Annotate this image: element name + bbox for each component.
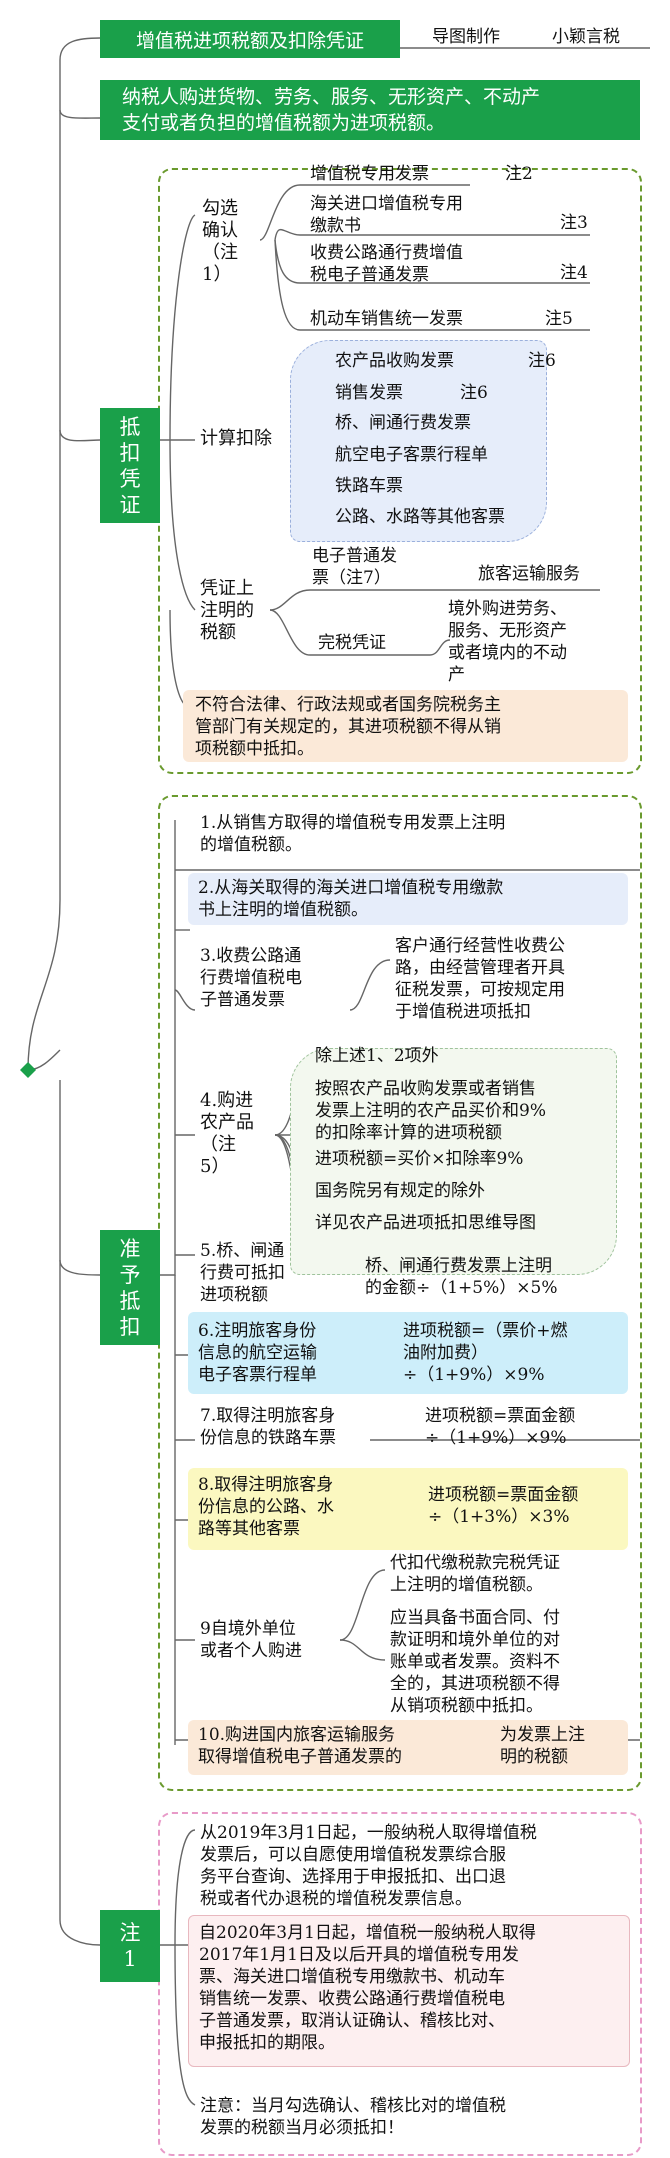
tax-voucher-detail: 境外购进劳务、 服务、无形资产 或者境内的不动 产 — [448, 599, 567, 685]
allowed-item-6-box: 6.注明旅客身份 信息的航空运输 电子客票行程单 进项税额=（票价+燃 油附加费… — [188, 1312, 628, 1394]
agri-panel — [290, 1048, 617, 1275]
calc-item-text: 农产品收购发票 — [335, 351, 454, 371]
deduction-label-box: 抵 扣 凭 证 — [100, 408, 160, 523]
calc-deduction-panel — [290, 340, 547, 542]
definition-text: 纳税人购进货物、劳务、服务、无形资产、不动产 支付或者负担的增值税额为进项税额。 — [122, 86, 541, 134]
note1-paragraph-2-box: 自2020年3月1日起，增值税一般纳税人取得 2017年1月1日及以后开具的增值… — [188, 1915, 630, 2067]
allowed-item-10-detail: 为发票上注 明的税额 — [500, 1725, 585, 1767]
calc-item-note: 注6 — [528, 351, 556, 371]
allowed-item-8-detail: 进项税额=票面金额 ÷（1+3%）×3% — [428, 1485, 579, 1527]
agri-sub-item: 进项税额=买价×扣除率9% — [315, 1149, 524, 1169]
allowed-item-6-detail: 进项税额=（票价+燃 油附加费） ÷（1+9%）×9% — [403, 1321, 568, 1385]
allowed-item-3-detail: 客户通行经营性收费公 路，由经营管理者开具 征税发票，可按规定用 于增值税进项抵… — [395, 936, 565, 1022]
allowed-item-8-box: 8.取得注明旅客身 份信息的公路、水 路等其他客票 进项税额=票面金额 ÷（1+… — [188, 1468, 628, 1550]
allowed-item-2-box: 2.从海关取得的海关进口增值税专用缴款 书上注明的增值税额。 — [188, 873, 628, 925]
allowed-item-5-label: 5.桥、闸通 行费可抵扣 进项税额 — [200, 1241, 285, 1305]
note1-frame — [158, 1812, 642, 2156]
author-label: 小颖言税 — [552, 27, 620, 47]
note1-label-box: 注 1 — [100, 1910, 160, 1982]
allowed-item-7-label: 7.取得注明旅客身 份信息的铁路车票 — [200, 1406, 336, 1448]
root-diamond — [20, 1062, 36, 1078]
agri-sub-item: 按照农产品收购发票或者销售 发票上注明的农产品买价和9% 的扣除率计算的进项税额 — [315, 1079, 546, 1143]
allowed-item-5-detail: 桥、闸通行费发票上注明 的金额÷（1+5%）×5% — [365, 1256, 558, 1298]
calc-item-text: 桥、闸通行费发票 — [335, 413, 471, 433]
tick-item-note: 注5 — [545, 309, 573, 329]
tick-item-note: 注2 — [505, 164, 533, 184]
e-invoice-detail: 旅客运输服务 — [478, 564, 580, 584]
deduction-label: 抵 扣 凭 证 — [119, 414, 141, 517]
allowed-item-4-label: 4.购进 农产品 （注 5） — [200, 1090, 254, 1177]
allowed-item-9-label: 9自境外单位 或者个人购进 — [200, 1619, 302, 1661]
tick-item-text: 收费公路通行费增值 税电子普通发票 — [310, 243, 463, 285]
e-invoice-label: 电子普通发 票（注7） — [312, 546, 397, 588]
tick-item-note: 注3 — [560, 213, 588, 233]
note1-paragraph-2: 自2020年3月1日起，增值税一般纳税人取得 2017年1月1日及以后开具的增值… — [199, 1923, 536, 2053]
page-title: 增值税进项税额及扣除凭证 — [135, 29, 364, 52]
tick-item-text: 海关进口增值税专用 缴款书 — [310, 194, 463, 236]
tick-item-note: 注4 — [560, 263, 588, 283]
warning-text: 不符合法律、行政法规或者国务院税务主 管部门有关规定的，其进项税额不得从销 项税… — [195, 695, 501, 759]
agri-sub-item: 除上述1、2项外 — [315, 1046, 439, 1066]
calc-deduction-label: 计算扣除 — [200, 428, 272, 449]
allowed-item-10-box: 10.购进国内旅客运输服务 取得增值税电子普通发票的 为发票上注 明的税额 — [188, 1720, 628, 1775]
tick-confirm-label: 勾选 确认 （注 1） — [202, 198, 238, 285]
allowed-item-10-label: 10.购进国内旅客运输服务 取得增值税电子普通发票的 — [198, 1725, 402, 1767]
allowed-item-2: 2.从海关取得的海关进口增值税专用缴款 书上注明的增值税额。 — [198, 878, 504, 920]
allowed-label: 准 予 抵 扣 — [119, 1236, 141, 1339]
agri-sub-item: 详见农产品进项抵扣思维导图 — [315, 1213, 536, 1233]
allowed-item-9-sub2: 应当具备书面合同、付 款证明和境外单位的对 账单或者发票。资料不 全的，其进项税… — [390, 1608, 560, 1716]
note1-label: 注 1 — [119, 1921, 141, 1971]
allowed-label-box: 准 予 抵 扣 — [100, 1230, 160, 1345]
tax-shown-label: 凭证上 注明的 税额 — [200, 578, 254, 643]
allowed-item-1: 1.从销售方取得的增值税专用发票上注明 的增值税额。 — [200, 813, 506, 855]
note1-paragraph-3: 注意：当月勾选确认、稽核比对的增值税 发票的税额当月必须抵扣！ — [200, 2096, 506, 2138]
allowed-item-9-sub1: 代扣代缴税款完税凭证 上注明的增值税额。 — [390, 1553, 560, 1595]
tax-voucher-label: 完税凭证 — [318, 633, 386, 653]
calc-item-text: 航空电子客票行程单 — [335, 445, 488, 465]
allowed-item-6-label: 6.注明旅客身份 信息的航空运输 电子客票行程单 — [198, 1321, 317, 1385]
calc-item-text: 公路、水路等其他客票 — [335, 507, 505, 527]
note1-paragraph-1: 从2019年3月1日起，一般纳税人取得增值税 发票后，可以自愿使用增值税发票综合… — [200, 1823, 537, 1909]
title-box: 增值税进项税额及扣除凭证 — [100, 20, 400, 58]
credit-label: 导图制作 — [432, 27, 500, 47]
calc-item-text: 铁路车票 — [335, 476, 403, 496]
allowed-item-3-label: 3.收费公路通 行费增值税电 子普通发票 — [200, 946, 302, 1010]
tick-item-text: 机动车销售统一发票 — [310, 309, 463, 329]
allowed-item-8-label: 8.取得注明旅客身 份信息的公路、水 路等其他客票 — [198, 1475, 334, 1539]
definition-box: 纳税人购进货物、劳务、服务、无形资产、不动产 支付或者负担的增值税额为进项税额。 — [100, 80, 640, 140]
calc-item-text: 销售发票 — [335, 383, 403, 403]
warning-box: 不符合法律、行政法规或者国务院税务主 管部门有关规定的，其进项税额不得从销 项税… — [183, 690, 628, 762]
tick-item-text: 增值税专用发票 — [310, 164, 429, 184]
agri-sub-item: 国务院另有规定的除外 — [315, 1181, 485, 1201]
allowed-item-7-detail: 进项税额=票面金额 ÷（1+9%）×9% — [425, 1406, 576, 1448]
calc-item-note: 注6 — [460, 383, 488, 403]
